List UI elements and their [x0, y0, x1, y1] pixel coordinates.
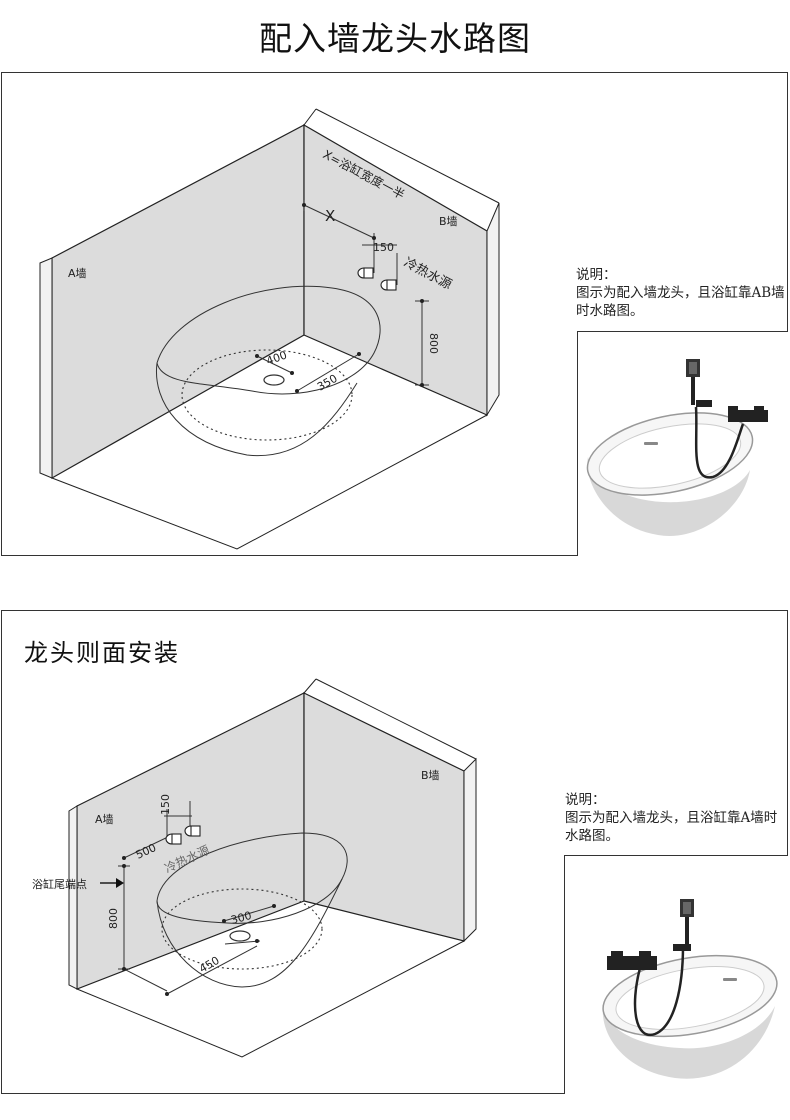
- arrow-right-icon: [100, 878, 124, 888]
- water-inlet-icon: [165, 825, 201, 845]
- dim-150-label: 150: [373, 241, 394, 254]
- water-inlet-icon: [357, 267, 397, 291]
- wall-b: [303, 692, 465, 942]
- instruction-note: 说明： 图示为配入墙龙头，且浴缸靠AB墙时水路图。: [576, 266, 786, 320]
- product-photo: [564, 855, 788, 1094]
- note-heading: 说明：: [576, 267, 617, 283]
- room-diagram: A墙 B墙 150 500 冷热水源 浴缸尾端点 800 300 450: [32, 678, 477, 1058]
- bathtub-with-wall-mounted-faucet-icon: [602, 899, 778, 1079]
- room-diagram: A墙 B墙 X=浴缸宽度一半 X 150 冷热水源 800 400 350: [39, 108, 500, 550]
- wall-a-label: A墙: [68, 266, 87, 280]
- note-text: 图示为配入墙龙头，且浴缸靠AB墙时水路图。: [576, 285, 785, 319]
- dim-800-label: 800: [427, 333, 440, 354]
- page-title: 配入墙龙头水路图: [259, 19, 531, 58]
- tail-point-label: 浴缸尾端点: [32, 877, 87, 891]
- dim-350-label: 350: [315, 372, 340, 394]
- wall-a: [51, 124, 305, 480]
- wall-a: [76, 692, 305, 990]
- note-text: 图示为配入墙龙头，且浴缸靠A墙时水路图。: [565, 810, 778, 844]
- instruction-note: 说明： 图示为配入墙龙头，且浴缸靠A墙时水路图。: [565, 791, 785, 845]
- dim-800-label: 800: [107, 908, 120, 929]
- wall-b: [303, 123, 488, 416]
- bathtub-outline: [155, 285, 381, 457]
- diagram-panel-a-wall: 龙头则面安装: [1, 610, 788, 1094]
- diagram-panel-ab-walls: A墙 B墙 X=浴缸宽度一半 X 150 冷热水源 800 400 350 说明…: [1, 72, 788, 556]
- product-photo: [577, 331, 788, 556]
- wall-a-label: A墙: [95, 812, 114, 826]
- wall-b-label: B墙: [421, 768, 440, 782]
- bathtub-outline: [156, 832, 348, 988]
- dim-300-label: 300: [229, 909, 253, 927]
- section-title: 龙头则面安装: [24, 639, 180, 667]
- dim-150-label: 150: [159, 794, 172, 815]
- dim-450-label: 450: [197, 954, 222, 976]
- bathtub-with-wall-mounted-faucet-icon: [586, 359, 768, 536]
- wall-b-label: B墙: [439, 214, 458, 228]
- note-heading: 说明：: [565, 792, 606, 808]
- x-dimension-label: X: [325, 207, 335, 225]
